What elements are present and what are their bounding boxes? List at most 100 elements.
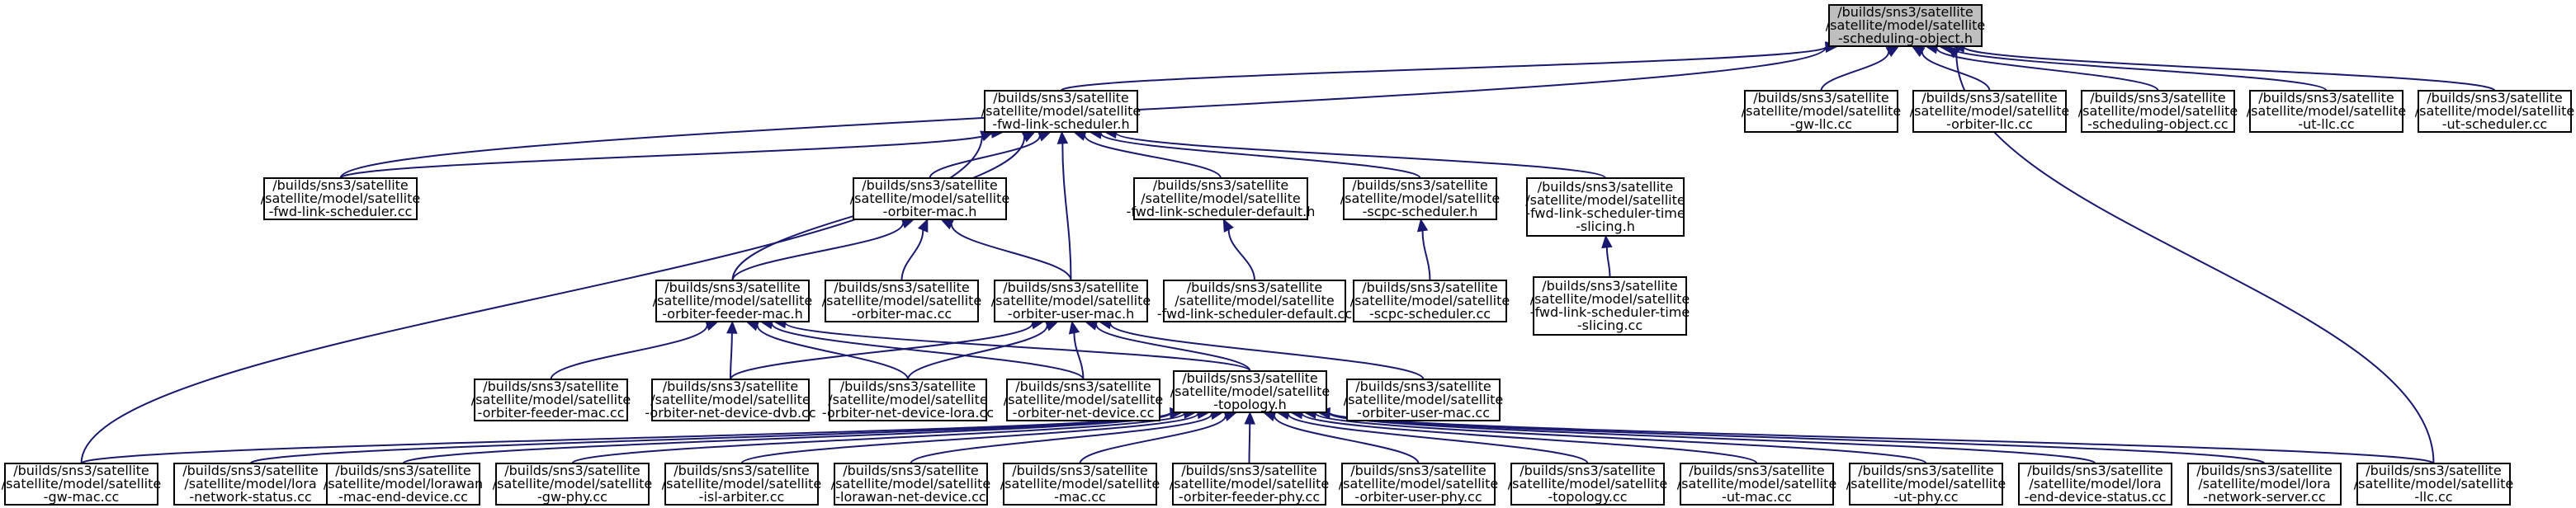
node-box bbox=[1133, 177, 1308, 220]
graph-node[interactable]: /builds/sns3/satellite/satellite/model/s… bbox=[1157, 280, 1352, 322]
dependency-edge bbox=[756, 325, 909, 380]
node-label-line: /builds/sns3/satellite bbox=[843, 463, 979, 478]
node-label-line: -ut-scheduler.cc bbox=[2442, 116, 2547, 132]
node-label-line: /builds/sns3/satellite bbox=[674, 463, 810, 478]
graph-node[interactable]: /builds/sns3/satellite/satellite/model/s… bbox=[2078, 90, 2238, 133]
graph-node[interactable]: /builds/sns3/satellite/satellite/model/s… bbox=[831, 463, 990, 506]
dependency-edge bbox=[1820, 51, 1890, 92]
dependency-edge bbox=[730, 332, 733, 380]
dependency-edge bbox=[740, 412, 1199, 464]
node-label-line: -isl-arbiter.cc bbox=[699, 489, 785, 505]
node-box bbox=[2418, 90, 2572, 133]
graph-node[interactable]: /builds/sns3/satellite/satellite/model/s… bbox=[1677, 463, 1836, 506]
node-label-line: -fwd-link-scheduler.h bbox=[992, 116, 1129, 132]
graph-node[interactable]: /builds/sns3/satellite/satellite/model/s… bbox=[1530, 276, 1690, 336]
node-label-line: -slicing.cc bbox=[1577, 318, 1642, 333]
graph-node[interactable]: /builds/sns3/satellite/satellite/model/s… bbox=[1508, 463, 1667, 506]
dependency-edge bbox=[1288, 413, 1589, 464]
graph-node[interactable]: /builds/sns3/satellite/satellite/model/s… bbox=[1339, 463, 1498, 506]
dependency-edge bbox=[1301, 412, 1758, 464]
graph-node[interactable]: /builds/sns3/satellite/satellite/model/s… bbox=[1525, 177, 1685, 237]
graph-node[interactable]: /builds/sns3/satellite/satellite/model/s… bbox=[2354, 463, 2513, 506]
node-label-line: -orbiter-llc.cc bbox=[1946, 116, 2033, 132]
node-label-line: /satellite/model/satellite bbox=[650, 392, 810, 407]
node-label-line: /builds/sns3/satellite bbox=[1003, 280, 1139, 295]
node-label-line: /builds/sns3/satellite bbox=[1352, 177, 1488, 193]
graph-node[interactable]: /builds/sns3/satellite/satellite/model/s… bbox=[471, 379, 631, 421]
node-label-line: /satellite/model/satellite bbox=[822, 293, 981, 308]
node-label-line: /builds/sns3/satellite bbox=[182, 463, 319, 478]
node-label-line: -scheduling-object.cc bbox=[2087, 116, 2228, 132]
node-label-line: /satellite/model/satellite bbox=[850, 190, 1009, 206]
graph-node[interactable]: /builds/sns3/satellite/satellite/model/s… bbox=[1350, 280, 1510, 322]
node-label-line: -slicing.h bbox=[1576, 219, 1635, 234]
graph-node[interactable]: /builds/sns3/satellite/satellite/model/s… bbox=[1170, 463, 1329, 506]
edge-arrowhead bbox=[726, 320, 738, 334]
graph-node[interactable]: /builds/sns3/satellite/satellite/model/s… bbox=[493, 463, 652, 506]
graph-node[interactable]: /builds/sns3/satellite/satellite/model/s… bbox=[2247, 90, 2406, 133]
node-label-line: /builds/sns3/satellite bbox=[1858, 463, 1994, 478]
node-label-line: /satellite/model/satellite bbox=[1141, 190, 1300, 206]
node-box bbox=[1912, 90, 2067, 133]
node-label-line: /builds/sns3/satellite bbox=[1689, 463, 1825, 478]
graph-node[interactable]: /builds/sns3/satellite/satellite/model/s… bbox=[1742, 90, 1901, 133]
nodes-layer: /builds/sns3/satellite/satellite/model/s… bbox=[2, 4, 2574, 506]
graph-node[interactable]: /builds/sns3/satellite/satellite/model/s… bbox=[261, 177, 420, 220]
node-label-line: /builds/sns3/satellite bbox=[1362, 280, 1498, 295]
dependency-edge bbox=[929, 135, 1041, 179]
node-label-line: /satellite/model/lorawan bbox=[324, 476, 483, 492]
dependency-edge bbox=[1605, 247, 1611, 278]
node-label-line: /builds/sns3/satellite bbox=[834, 280, 970, 295]
node-label-line: /satellite/model/satellite bbox=[1910, 103, 2069, 119]
graph-node[interactable]: /builds/sns3/satellite/satellite/model/s… bbox=[1846, 463, 2006, 506]
graph-node[interactable]: /builds/sns3/satellite/satellite/model/s… bbox=[1910, 90, 2069, 133]
graph-node[interactable]: /builds/sns3/satellite/satellite/model/s… bbox=[645, 379, 816, 421]
graph-node[interactable]: /builds/sns3/satellite/satellite/model/l… bbox=[2187, 463, 2342, 506]
graph-node[interactable]: /builds/sns3/satellite/satellite/model/s… bbox=[662, 463, 821, 506]
dependency-edge bbox=[1950, 46, 2328, 92]
edge-arrowhead bbox=[1044, 320, 1059, 332]
graph-node[interactable]: /builds/sns3/satellite/satellite/model/s… bbox=[653, 280, 812, 322]
node-label-line: /builds/sns3/satellite bbox=[993, 90, 1129, 106]
graph-node[interactable]: /builds/sns3/satellite/satellite/model/s… bbox=[1000, 463, 1160, 506]
dependency-edge bbox=[1921, 51, 1991, 92]
node-label-line: /builds/sns3/satellite bbox=[1355, 379, 1491, 394]
graph-node[interactable]: /builds/sns3/satellite/satellite/model/s… bbox=[850, 177, 1009, 220]
graph-node[interactable]: /builds/sns3/satellite/satellite/model/s… bbox=[1004, 379, 1163, 421]
graph-node[interactable]: /builds/sns3/satellite/satellite/model/s… bbox=[1170, 370, 1330, 413]
node-box bbox=[2187, 463, 2342, 506]
node-label-line: /satellite/model/lora bbox=[184, 476, 316, 492]
edge-arrowhead bbox=[917, 218, 929, 233]
node-label-line: /satellite/model/satellite bbox=[1525, 192, 1685, 208]
graph-node[interactable]: /builds/sns3/satellite/satellite/model/s… bbox=[981, 90, 1141, 133]
graph-node[interactable]: /builds/sns3/satellite/satellite/model/l… bbox=[324, 463, 483, 506]
graph-node[interactable]: /builds/sns3/satellite/satellite/model/s… bbox=[822, 379, 994, 421]
dependency-edge bbox=[730, 323, 1033, 380]
node-label-line: -scheduling-object.h bbox=[1838, 31, 1973, 46]
graph-node[interactable]: /builds/sns3/satellite/satellite/model/s… bbox=[1344, 379, 1503, 421]
graph-node[interactable]: /builds/sns3/satellite/satellite/model/s… bbox=[2, 463, 161, 506]
node-box bbox=[834, 463, 988, 506]
graph-node[interactable]: /builds/sns3/satellite/satellite/model/s… bbox=[1340, 177, 1500, 220]
node-label-line: /satellite/model/satellite bbox=[493, 476, 652, 492]
graph-node[interactable]: /builds/sns3/satellite/satellite/model/s… bbox=[1127, 177, 1316, 220]
dependency-edge bbox=[1274, 416, 1420, 464]
node-label-line: /builds/sns3/satellite bbox=[2027, 463, 2163, 478]
graph-node[interactable]: /builds/sns3/satellite/satellite/model/l… bbox=[2018, 463, 2172, 506]
node-label-line: -orbiter-net-device-lora.cc bbox=[822, 405, 994, 421]
node-box bbox=[829, 379, 987, 421]
node-label-line: -orbiter-feeder-mac.cc bbox=[478, 405, 625, 421]
graph-node[interactable]: /builds/sns3/satellite/satellite/model/s… bbox=[822, 280, 981, 322]
graph-node[interactable]: /builds/sns3/satellite/satellite/model/s… bbox=[991, 280, 1151, 322]
graph-node[interactable]: /builds/sns3/satellite/satellite/model/l… bbox=[173, 463, 328, 506]
node-box bbox=[1003, 463, 1157, 506]
node-label-line: /satellite/model/satellite bbox=[2, 476, 161, 492]
node-label-line: -llc.cc bbox=[2414, 489, 2452, 505]
node-label-line: -ut-phy.cc bbox=[1893, 489, 1958, 505]
node-box bbox=[853, 177, 1007, 220]
graph-node[interactable]: /builds/sns3/satellite/satellite/model/s… bbox=[2415, 90, 2574, 133]
node-box bbox=[1006, 379, 1160, 421]
node-label-line: -ut-mac.cc bbox=[1722, 489, 1792, 505]
node-label-line: -network-status.cc bbox=[189, 489, 311, 505]
node-box bbox=[655, 280, 810, 322]
